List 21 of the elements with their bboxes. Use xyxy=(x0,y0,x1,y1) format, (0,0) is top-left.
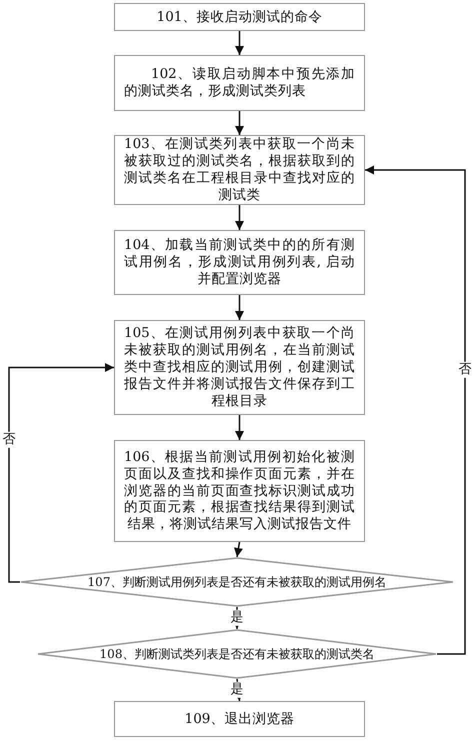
process-box: 104、加载当前测试类中的的所有测试用例名，形成测试用例列表, 启动并配置浏览器 xyxy=(114,230,365,295)
arrow xyxy=(365,166,466,655)
arrow xyxy=(8,363,114,583)
edge-label: 是 xyxy=(230,610,244,626)
decision-diamond: 107、判断测试用例列表是否还有未被获取的测试用例名 xyxy=(20,557,454,607)
process-box: 103、在测试类列表中获取一个尚未被获取过的测试类名，根据获取到的测试类名在工程根目录中查找对应的测试类 xyxy=(114,135,365,205)
edge-label: 是 xyxy=(230,682,244,698)
process-box: 106、根据当前测试用例初始化被测页面以及查找和操作页面元素，并在浏览器的当前页面查找标识测试成功的页面元素，根据查找结果得到测试结果，将测试结果写入测试报告文件 xyxy=(114,440,365,542)
arrow xyxy=(235,205,244,230)
process-box: 105、在测试用例列表中获取一个尚未被获取的测试用例名，在当前测试类中查找相应的测试用例，创建测试报告文件并将测试报告文件保存到工程根目录 xyxy=(114,320,365,415)
process-box: 109、退出浏览器 xyxy=(114,701,365,737)
arrow xyxy=(235,111,244,135)
decision-diamond: 108、判断测试类列表是否还有未被获取的测试类名 xyxy=(37,629,437,679)
arrow xyxy=(235,31,244,55)
edge-label: 否 xyxy=(458,362,472,378)
process-box: 102、读取启动脚本中预先添加的测试类名，形成测试类列表 xyxy=(114,55,365,111)
arrow xyxy=(235,295,244,320)
process-box: 101、接收启动测试的命令 xyxy=(114,3,365,31)
arrow xyxy=(235,415,244,440)
edge-label: 否 xyxy=(2,432,16,448)
arrow xyxy=(234,542,243,558)
